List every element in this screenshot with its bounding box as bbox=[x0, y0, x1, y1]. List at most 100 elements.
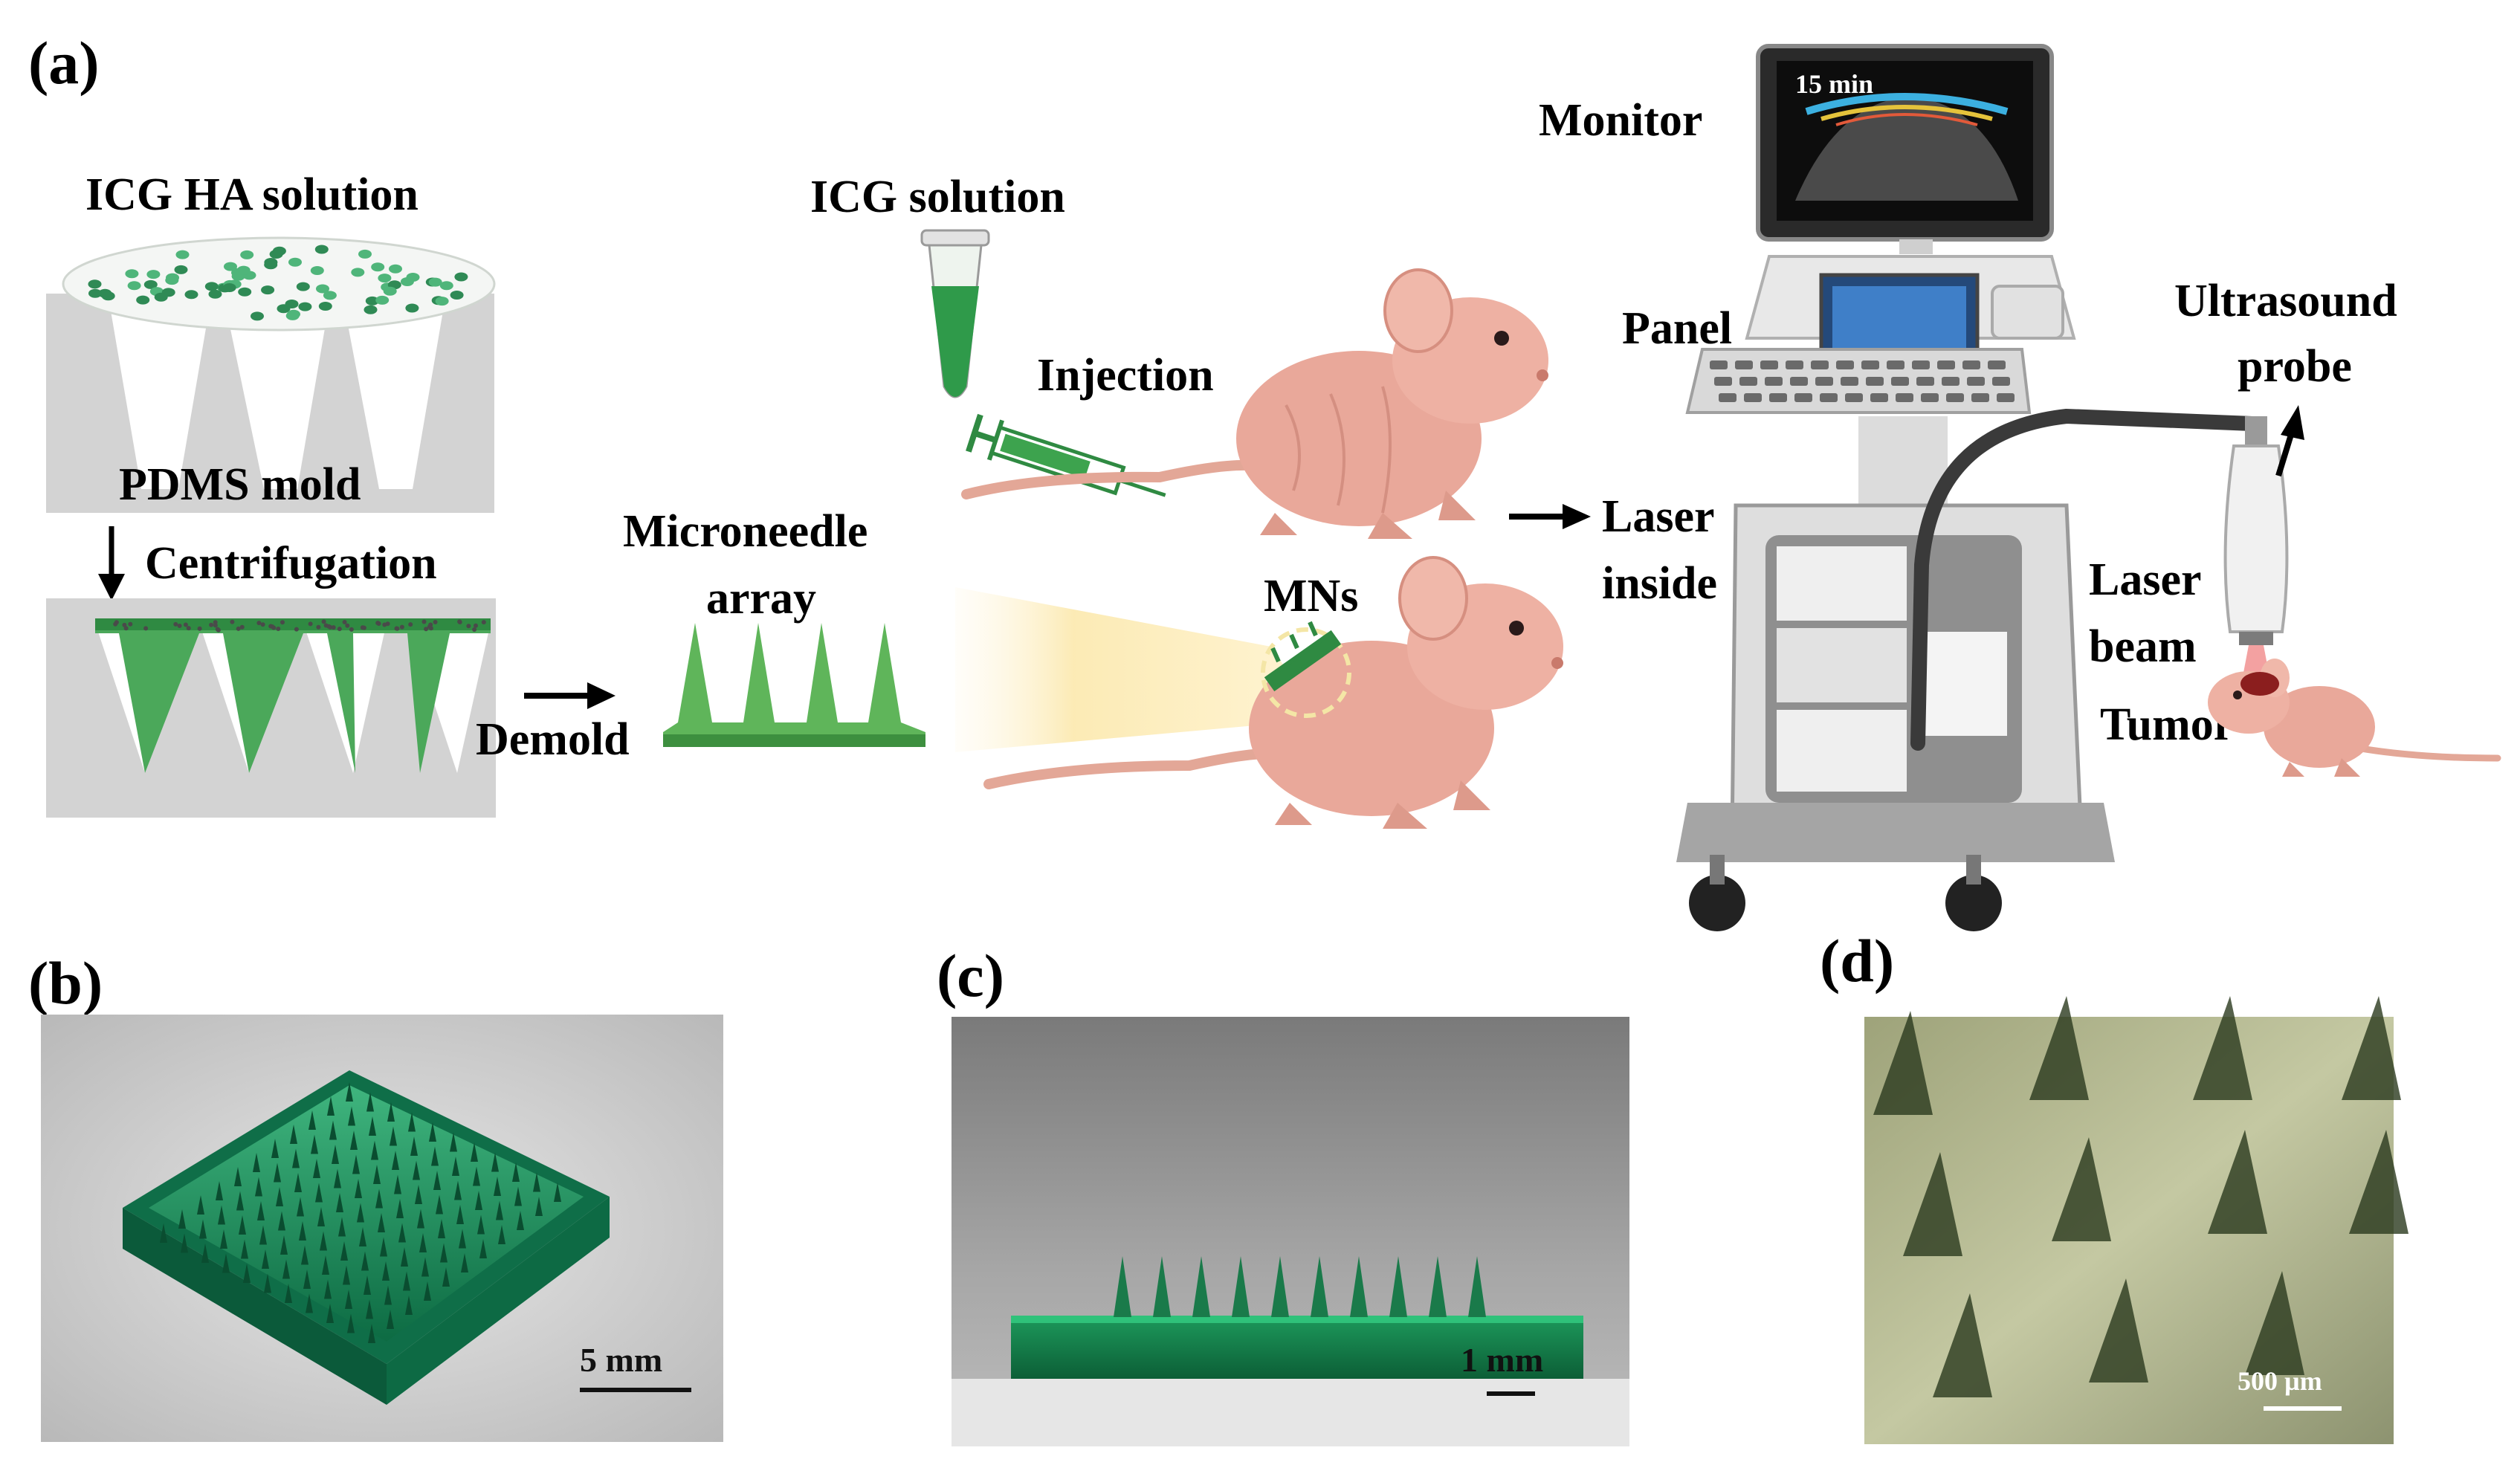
key bbox=[1739, 377, 1757, 386]
needle bbox=[346, 1082, 353, 1102]
key bbox=[1942, 377, 1960, 386]
label-laser-beam-line2: beam bbox=[2089, 621, 2197, 672]
needle bbox=[327, 1096, 335, 1116]
droplet bbox=[405, 303, 419, 313]
needle bbox=[306, 1293, 313, 1313]
droplet bbox=[272, 246, 286, 256]
key bbox=[1714, 377, 1732, 386]
needle bbox=[1232, 1256, 1250, 1317]
particle bbox=[308, 621, 313, 627]
droplet bbox=[371, 262, 385, 272]
key bbox=[1866, 377, 1884, 386]
droplet bbox=[143, 279, 158, 289]
needle bbox=[1311, 1256, 1328, 1317]
needle bbox=[450, 1132, 457, 1152]
needle bbox=[336, 1193, 343, 1212]
needle bbox=[357, 1203, 364, 1223]
needle bbox=[456, 1205, 464, 1224]
droplet bbox=[285, 311, 300, 320]
droplet bbox=[88, 279, 102, 289]
label-panel: Panel bbox=[1622, 303, 1732, 354]
needle bbox=[442, 1267, 450, 1287]
needle bbox=[278, 1211, 285, 1231]
label-centrifugation: Centrifugation bbox=[145, 538, 437, 589]
needle bbox=[241, 1239, 248, 1259]
ultrasound-machine bbox=[1676, 44, 2260, 931]
particle bbox=[316, 624, 321, 630]
particle bbox=[433, 620, 438, 624]
scalebar-b: 5 mm bbox=[580, 1341, 662, 1379]
needle bbox=[2349, 1130, 2408, 1234]
needle bbox=[320, 1231, 327, 1251]
needle bbox=[2245, 1271, 2304, 1375]
needle bbox=[398, 1223, 406, 1243]
key bbox=[1786, 360, 1803, 369]
key bbox=[1988, 360, 2006, 369]
right-arrow-demold-icon bbox=[524, 682, 616, 709]
needle bbox=[517, 1211, 524, 1230]
droplet bbox=[88, 288, 102, 298]
needle bbox=[512, 1162, 520, 1182]
particle bbox=[256, 621, 262, 626]
down-arrow-icon bbox=[98, 526, 125, 601]
droplet bbox=[296, 282, 310, 291]
droplet bbox=[364, 305, 378, 314]
key bbox=[1744, 393, 1762, 402]
needle bbox=[496, 1200, 503, 1220]
mold-particles bbox=[113, 619, 486, 633]
droplet bbox=[184, 290, 198, 300]
needle bbox=[461, 1253, 468, 1272]
label-laser-inside-line1: Laser bbox=[1602, 491, 1715, 542]
key bbox=[1765, 377, 1783, 386]
needle bbox=[294, 1173, 302, 1192]
panel-label-b: (b) bbox=[28, 949, 103, 1017]
particle bbox=[345, 623, 350, 628]
label-microneedle-line2: array bbox=[706, 573, 816, 624]
needle bbox=[178, 1209, 186, 1229]
microneedle-tips-c bbox=[1114, 1256, 1486, 1317]
label-pdms-mold: PDMS mold bbox=[119, 459, 361, 510]
droplet bbox=[146, 270, 161, 279]
ultrasound-probe-icon bbox=[2223, 416, 2289, 673]
needle bbox=[1271, 1256, 1289, 1317]
syringe-icon bbox=[966, 413, 1166, 497]
droplet bbox=[154, 292, 168, 302]
needle bbox=[452, 1157, 459, 1176]
needle bbox=[199, 1219, 207, 1239]
key bbox=[1916, 377, 1934, 386]
droplet bbox=[208, 289, 222, 299]
droplet bbox=[389, 264, 402, 274]
label-mns: MNs bbox=[1264, 571, 1358, 621]
key bbox=[1769, 393, 1787, 402]
needle bbox=[471, 1142, 478, 1162]
needle bbox=[477, 1215, 485, 1235]
droplet bbox=[316, 284, 329, 294]
droplet bbox=[428, 277, 442, 287]
needle bbox=[436, 1194, 443, 1215]
key bbox=[1820, 393, 1838, 402]
particle bbox=[114, 620, 119, 625]
scalebar-d: 500 µm bbox=[2238, 1366, 2322, 1396]
key bbox=[1719, 393, 1736, 402]
needle bbox=[1903, 1152, 1962, 1256]
droplet bbox=[351, 268, 365, 277]
particle bbox=[177, 624, 182, 628]
droplet bbox=[310, 266, 324, 275]
particle bbox=[376, 621, 381, 626]
mouse-tumor-icon bbox=[2208, 659, 2501, 777]
particle bbox=[197, 626, 202, 631]
label-icg-solution: ICG solution bbox=[810, 172, 1065, 222]
needle bbox=[345, 1290, 352, 1309]
label-demold: Demold bbox=[476, 714, 630, 765]
droplet bbox=[323, 291, 337, 300]
needle bbox=[285, 1284, 292, 1303]
droplet bbox=[406, 273, 420, 282]
particle bbox=[186, 626, 191, 631]
needle bbox=[2029, 996, 2089, 1100]
particle bbox=[143, 626, 149, 631]
particle bbox=[337, 627, 342, 632]
needle bbox=[384, 1285, 392, 1305]
needle bbox=[2193, 996, 2252, 1100]
key bbox=[1815, 377, 1833, 386]
